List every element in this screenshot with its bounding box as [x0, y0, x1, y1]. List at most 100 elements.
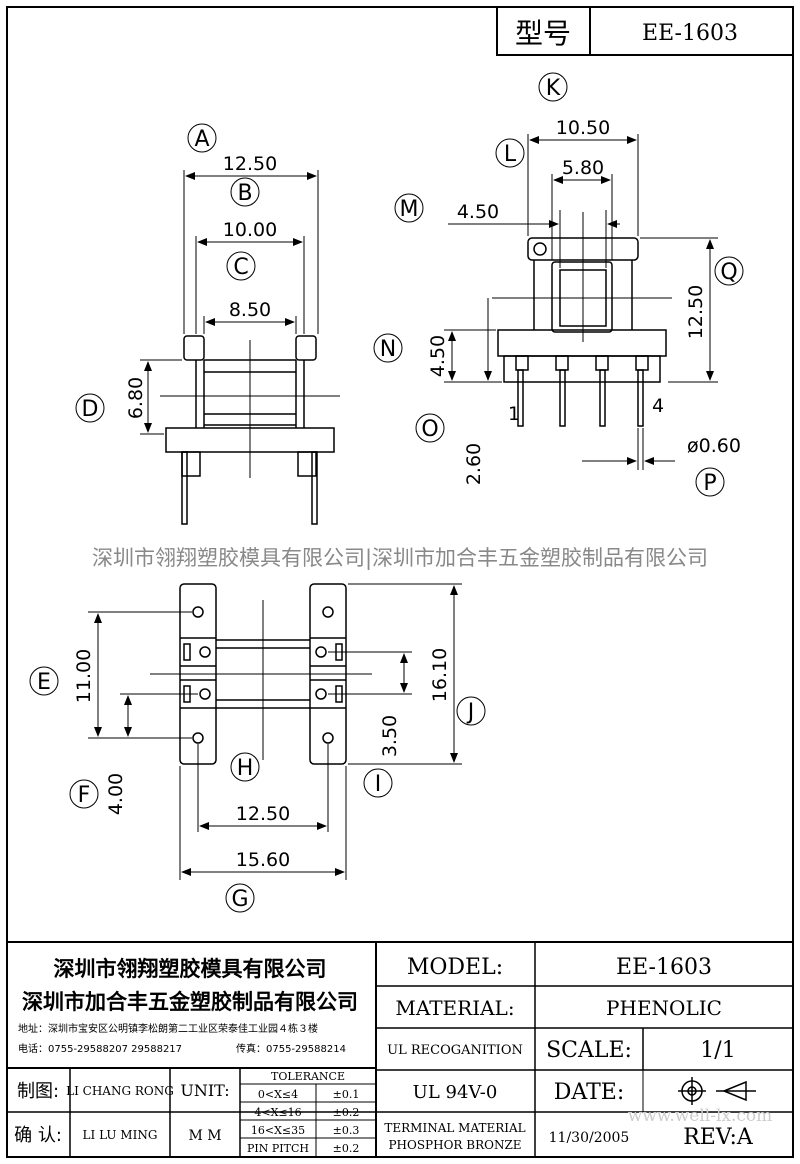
svg-text:C: C [233, 255, 248, 280]
drawn-by-name: LI CHANG RONG [66, 1084, 174, 1098]
company-address: 地址：深圳市宝安区公明镇李松朗第二工业区荣泰佳工业园４栋３楼 [18, 1022, 318, 1035]
dim-n-value: 4.50 [427, 335, 449, 377]
svg-text:I: I [375, 772, 382, 797]
label-a: A [187, 123, 217, 153]
sheet-border [6, 6, 794, 1158]
svg-text:J: J [466, 700, 475, 725]
label-h: H [230, 752, 260, 782]
checked-by-label: 确 认: [14, 1125, 62, 1146]
dim-k-value: 10.50 [556, 117, 610, 139]
tolerance-value: ±0.2 [333, 1106, 360, 1119]
svg-text:Q: Q [720, 260, 737, 285]
dim-j-value: 16.10 [429, 648, 451, 702]
dim-a-value: 12.50 [223, 153, 277, 175]
tolerance-value: ±0.1 [333, 1088, 360, 1101]
svg-text:F: F [78, 783, 91, 808]
drawn-by-label: 制图: [17, 1081, 59, 1102]
unit-label: UNIT: [180, 1081, 229, 1100]
label-m: M [394, 193, 424, 223]
tolerance-range: 4<X≤16 [254, 1106, 301, 1119]
terminal-material-label: TERMINAL MATERIAL [384, 1121, 525, 1135]
material-value: PHENOLIC [606, 996, 722, 1020]
company-phone: 电话：0755-29588207 29588217 [18, 1042, 182, 1055]
dim-h-value: 12.50 [236, 803, 290, 825]
label-l: L [495, 138, 525, 168]
tolerance-range: PIN PITCH [247, 1142, 309, 1155]
unit-value: M M [188, 1128, 221, 1144]
svg-text:K: K [546, 76, 561, 101]
scale-value: 1/1 [700, 1038, 735, 1063]
date-value: 11/30/2005 [549, 1130, 630, 1146]
model-label: MODEL: [407, 955, 503, 980]
tolerance-value: ±0.3 [333, 1124, 360, 1137]
tolerance-value: ±0.2 [333, 1142, 360, 1155]
dim-m-value: 4.50 [457, 201, 499, 223]
header-model-value: EE-1603 [642, 21, 738, 46]
label-o: O [415, 413, 445, 443]
label-k: K [538, 72, 568, 102]
dim-q-value: 12.50 [685, 285, 707, 339]
company-name-2: 深圳市加合丰五金塑胶制品有限公司 [22, 990, 358, 1014]
watermark: www.well-lx.com [628, 1106, 773, 1126]
label-j: J [456, 696, 486, 726]
checked-by-name: LI LU MING [83, 1128, 158, 1142]
company-fax: 传真：0755-29588214 [236, 1042, 346, 1055]
svg-text:A: A [194, 127, 209, 152]
terminal-material-value: PHOSPHOR BRONZE [388, 1138, 521, 1152]
side-view [160, 335, 340, 525]
svg-text:B: B [237, 181, 252, 206]
ul-value: UL 94V-0 [413, 1082, 498, 1103]
svg-text:O: O [421, 417, 438, 442]
label-c: C [226, 251, 256, 281]
material-label: MATERIAL: [395, 996, 514, 1020]
tolerance-range: 0<X≤4 [258, 1088, 298, 1101]
pin-1-label: 1 [508, 403, 520, 425]
svg-text:H: H [237, 756, 254, 781]
label-q: Q [714, 256, 744, 286]
model-value: EE-1603 [616, 955, 712, 980]
dim-p-value: ø0.60 [687, 435, 741, 457]
dim-g-value: 15.60 [236, 849, 290, 871]
dim-e-value: 11.00 [73, 649, 95, 703]
label-i: I [363, 768, 393, 798]
dim-f-value: 4.00 [105, 773, 127, 815]
dim-d-value: 6.80 [125, 377, 147, 419]
dim-l-value: 5.80 [562, 157, 604, 179]
label-p: P [695, 467, 725, 497]
front-view [492, 212, 672, 427]
company-name-1: 深圳市翎翔塑胶模具有限公司 [54, 957, 327, 981]
pin-4-label: 4 [652, 395, 664, 417]
svg-text:E: E [37, 670, 51, 695]
date-label: DATE: [554, 1080, 624, 1105]
label-e: E [29, 666, 59, 696]
bottom-view [150, 583, 372, 765]
bottom-view-dims [88, 583, 462, 880]
dim-c-value: 8.50 [229, 299, 271, 321]
label-f: F [69, 779, 99, 809]
scale-label: SCALE: [546, 1038, 632, 1063]
svg-text:P: P [703, 471, 716, 496]
svg-text:D: D [82, 397, 99, 422]
ul-label: UL RECOGANITION [387, 1043, 523, 1058]
title-block [7, 941, 793, 1157]
svg-text:G: G [231, 887, 248, 912]
label-n: N [373, 333, 403, 363]
rev-label: REV:A [683, 1125, 754, 1150]
svg-text:N: N [380, 337, 396, 362]
dim-o-value: 2.60 [463, 443, 485, 485]
tolerance-range: 16<X≤35 [251, 1124, 305, 1137]
front-view-dims [444, 134, 718, 470]
svg-text:L: L [504, 142, 517, 167]
header-model-label: 型号 [515, 17, 571, 50]
side-view-dims [140, 170, 319, 435]
svg-text:M: M [400, 197, 419, 222]
projection-symbol-icon [678, 1077, 756, 1105]
tolerance-title: TOLERANCE [271, 1070, 345, 1083]
label-d: D [75, 393, 105, 423]
dim-i-value: 3.50 [379, 715, 401, 757]
label-g: G [225, 883, 255, 913]
company-banner: 深圳市翎翔塑胶模具有限公司|深圳市加合丰五金塑胶制品有限公司 [92, 546, 708, 571]
dim-b-value: 10.00 [223, 219, 277, 241]
label-b: B [230, 177, 260, 207]
